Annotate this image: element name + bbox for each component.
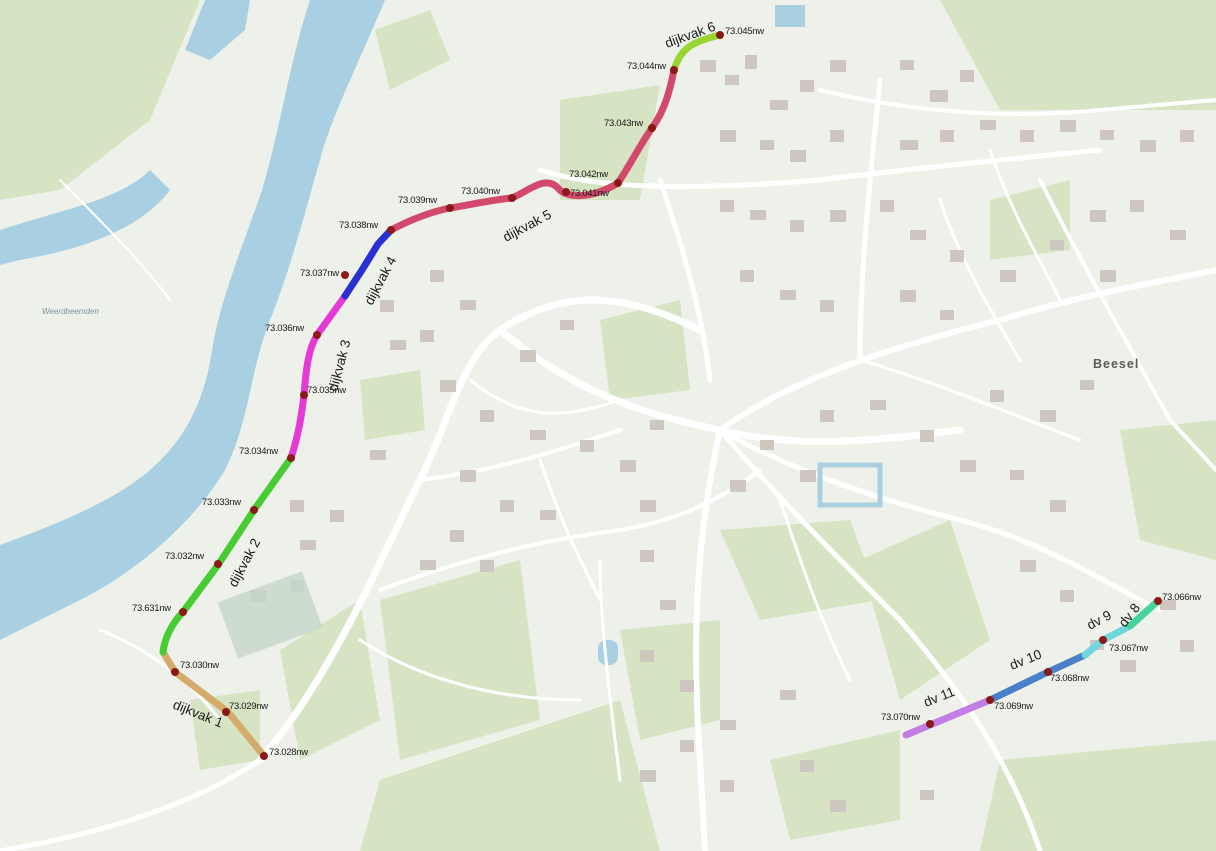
marker-73-044[interactable]: [670, 66, 678, 74]
km-label: 73.035nw: [307, 385, 346, 396]
marker-73-039[interactable]: [446, 204, 454, 212]
dv-8-line[interactable]: [1126, 597, 1162, 630]
marker-73-631[interactable]: [179, 608, 187, 616]
km-label: 73.045nw: [725, 26, 764, 37]
km-label: 73.037nw: [300, 268, 339, 279]
marker-73-035[interactable]: [300, 391, 308, 399]
km-label: 73.029nw: [229, 701, 268, 712]
marker-73-067[interactable]: [1099, 636, 1107, 644]
sports-field: [217, 571, 323, 659]
marker-73-041[interactable]: [562, 188, 570, 196]
pond: [775, 5, 805, 27]
marker-73-045[interactable]: [716, 31, 724, 39]
km-label: 73.040nw: [461, 186, 500, 197]
marker-73-037[interactable]: [341, 271, 349, 279]
marker-73-036[interactable]: [313, 331, 321, 339]
km-label: 73.042nw: [569, 169, 608, 180]
km-label: 73.041nw: [570, 188, 609, 199]
marker-73-028[interactable]: [260, 752, 268, 760]
km-label: 73.028nw: [269, 747, 308, 758]
km-marker-dots: [171, 31, 1162, 760]
km-label: 73.069nw: [994, 701, 1033, 712]
km-label: 73.032nw: [165, 551, 204, 562]
marker-73-029[interactable]: [222, 708, 230, 716]
km-label: 73.070nw: [881, 712, 920, 723]
moat-area: [817, 462, 883, 508]
km-label: 73.033nw: [202, 497, 241, 508]
km-label: 73.036nw: [265, 323, 304, 334]
marker-73-034[interactable]: [287, 454, 295, 462]
road-network: [0, 77, 1216, 851]
buildings-layer: [250, 55, 1194, 812]
km-label: 73.066nw: [1162, 592, 1201, 603]
marker-73-042[interactable]: [614, 179, 622, 187]
oxbow-lake: [0, 170, 170, 265]
dijkvak-4-line[interactable]: [341, 226, 395, 300]
place-label-beesel: Beesel: [1093, 357, 1139, 371]
km-label: 73.067nw: [1109, 643, 1148, 654]
marker-73-070[interactable]: [926, 720, 934, 728]
km-label: 73.068nw: [1050, 673, 1089, 684]
lake: [185, 0, 250, 60]
marker-73-033[interactable]: [250, 506, 258, 514]
marker-73-069[interactable]: [986, 696, 994, 704]
km-label: 73.034nw: [239, 446, 278, 457]
pond-2: [598, 640, 618, 665]
dijkvak-2-line[interactable]: [159, 454, 295, 656]
marker-73-068[interactable]: [1044, 668, 1052, 676]
km-label: 73.043nw: [604, 118, 643, 129]
km-marker-labels: 73.028nw 73.029nw 73.030nw 73.631nw 73.0…: [132, 26, 1202, 758]
dv-11-line[interactable]: [902, 696, 994, 739]
dijkvak-1-line[interactable]: [159, 648, 268, 760]
dijkvak-6-line[interactable]: [670, 31, 724, 74]
km-label: 73.631nw: [132, 603, 171, 614]
marker-73-030[interactable]: [171, 668, 179, 676]
river: [0, 0, 385, 640]
km-label: 73.039nw: [398, 195, 437, 206]
place-label-weerdbeemden: Weerdbeemden: [42, 307, 99, 316]
marker-73-040[interactable]: [508, 194, 516, 202]
marker-73-038[interactable]: [387, 226, 395, 234]
km-label: 73.030nw: [180, 660, 219, 671]
marker-73-043[interactable]: [648, 124, 656, 132]
marker-73-066[interactable]: [1154, 597, 1162, 605]
marker-73-032[interactable]: [214, 560, 222, 568]
km-label: 73.044nw: [627, 61, 666, 72]
km-label: 73.038nw: [339, 220, 378, 231]
